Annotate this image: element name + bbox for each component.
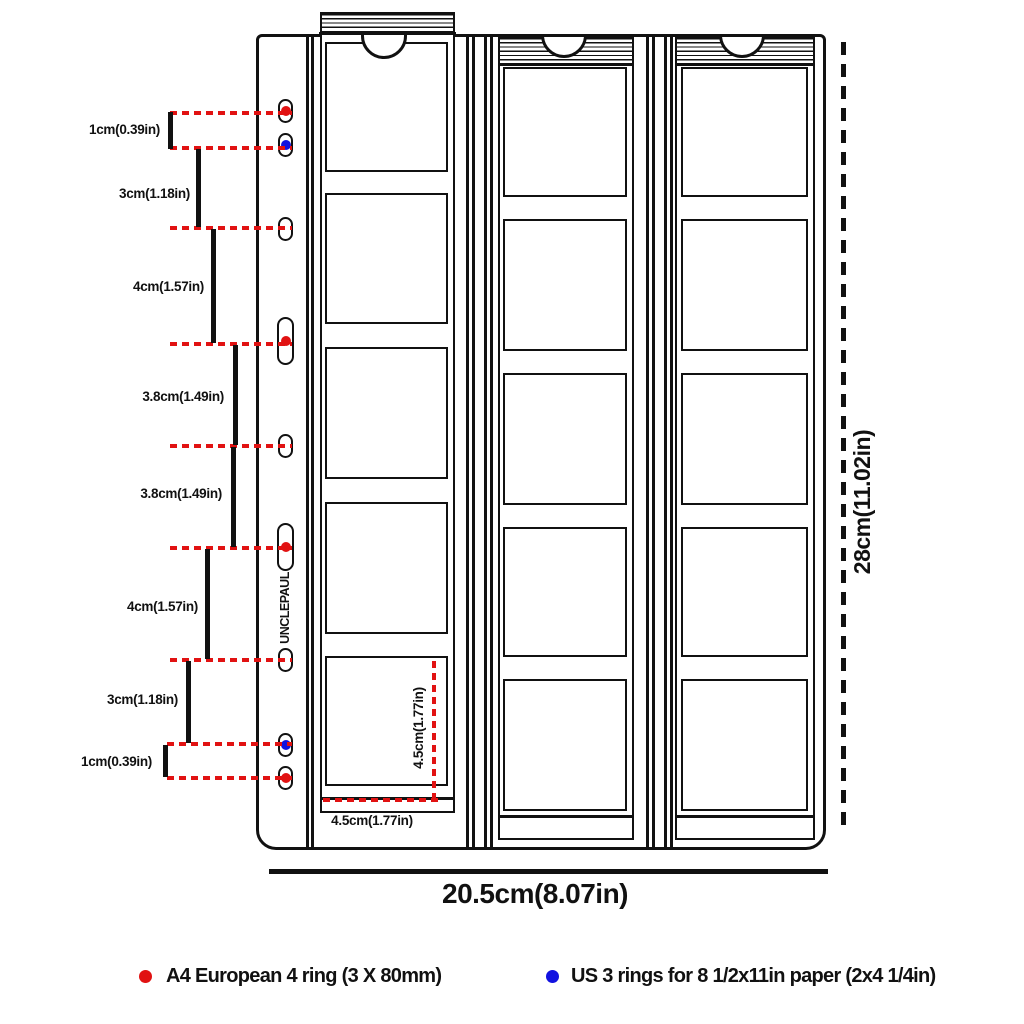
strip-seam-line <box>484 37 487 848</box>
thumb-notch-3 <box>718 37 772 64</box>
pocket-strip-2 <box>498 36 634 840</box>
page-width-line <box>269 869 828 874</box>
spacing-bracket <box>233 345 238 445</box>
spacing-bracket <box>205 549 210 659</box>
guide-dash-line <box>170 444 292 448</box>
page-top-edge-segment <box>319 32 456 35</box>
pocket-height-label: 4.5cm(1.77in) <box>411 687 426 769</box>
strip-seam-line <box>670 37 673 848</box>
brand-label: UNCLEPAUL <box>278 572 292 644</box>
guide-dash-line <box>167 742 292 746</box>
binding-margin-line <box>306 37 309 848</box>
hole-spacing-label: 3.8cm(1.49in) <box>140 486 222 501</box>
spacing-bracket <box>231 447 236 547</box>
strip-seam-line <box>490 37 493 848</box>
legend-red-dot-icon <box>139 970 152 983</box>
spacing-bracket <box>168 112 173 149</box>
pocket <box>503 373 627 505</box>
pocket <box>681 67 808 197</box>
pocket <box>503 679 627 811</box>
pocket <box>325 502 448 634</box>
pocket <box>325 347 448 479</box>
pocket <box>681 219 808 351</box>
guide-dash-line <box>167 776 292 780</box>
pocket-strip-3 <box>675 36 815 840</box>
spacing-bracket <box>186 661 191 743</box>
spacing-bracket <box>163 745 168 777</box>
pocket <box>681 373 808 505</box>
strip-seam-line <box>664 37 667 848</box>
thumb-notch-2 <box>540 37 594 64</box>
strip-seam-line <box>652 37 655 848</box>
pocket <box>503 219 627 351</box>
spacing-bracket <box>196 149 201 227</box>
guide-dash-line <box>170 146 292 150</box>
strip-seam-line <box>466 37 469 848</box>
guide-dash-line <box>170 111 292 115</box>
pocket <box>325 656 448 786</box>
binding-margin-line <box>311 37 314 848</box>
strip3-bottom-line <box>677 815 813 818</box>
pocket <box>681 527 808 657</box>
legend-blue-dot-icon <box>546 970 559 983</box>
page-height-dash-line <box>841 42 846 825</box>
binder-hole-us-blue-icon <box>278 133 293 157</box>
spacing-bracket <box>211 229 216 343</box>
pocket-strip-1 <box>320 12 455 813</box>
strip2-bottom-line <box>500 815 632 818</box>
pocket <box>325 193 448 324</box>
hole-spacing-label: 3cm(1.18in) <box>107 692 178 707</box>
pocket-height-dash-line <box>432 661 436 801</box>
hole-spacing-label: 4cm(1.57in) <box>127 599 198 614</box>
hole-spacing-label: 3.8cm(1.49in) <box>142 389 224 404</box>
guide-dash-line <box>170 226 292 230</box>
binder-slot-european-red-icon <box>277 317 294 365</box>
strip-seam-line <box>646 37 649 848</box>
pocket-width-label: 4.5cm(1.77in) <box>331 813 413 828</box>
pocket <box>503 67 627 197</box>
guide-dash-line <box>170 342 292 346</box>
hole-spacing-label: 4cm(1.57in) <box>133 279 204 294</box>
page-height-label: 28cm(11.02in) <box>849 429 875 575</box>
thumb-notch-1 <box>360 35 414 64</box>
strip-seam-line <box>472 37 475 848</box>
hole-spacing-label: 1cm(0.39in) <box>81 754 152 769</box>
legend-us-label: US 3 rings for 8 1/2x11in paper (2x4 1/4… <box>571 965 936 987</box>
page-width-label: 20.5cm(8.07in) <box>442 878 629 909</box>
pocket <box>503 527 627 657</box>
guide-dash-line <box>170 546 292 550</box>
hole-spacing-label: 1cm(0.39in) <box>89 122 160 137</box>
pocket-width-dash-line <box>323 798 439 802</box>
legend-european-label: A4 European 4 ring (3 X 80mm) <box>166 965 442 987</box>
strip1-hatched-tab <box>322 14 453 33</box>
pocket <box>681 679 808 811</box>
hole-spacing-label: 3cm(1.18in) <box>119 186 190 201</box>
guide-dash-line <box>170 658 292 662</box>
